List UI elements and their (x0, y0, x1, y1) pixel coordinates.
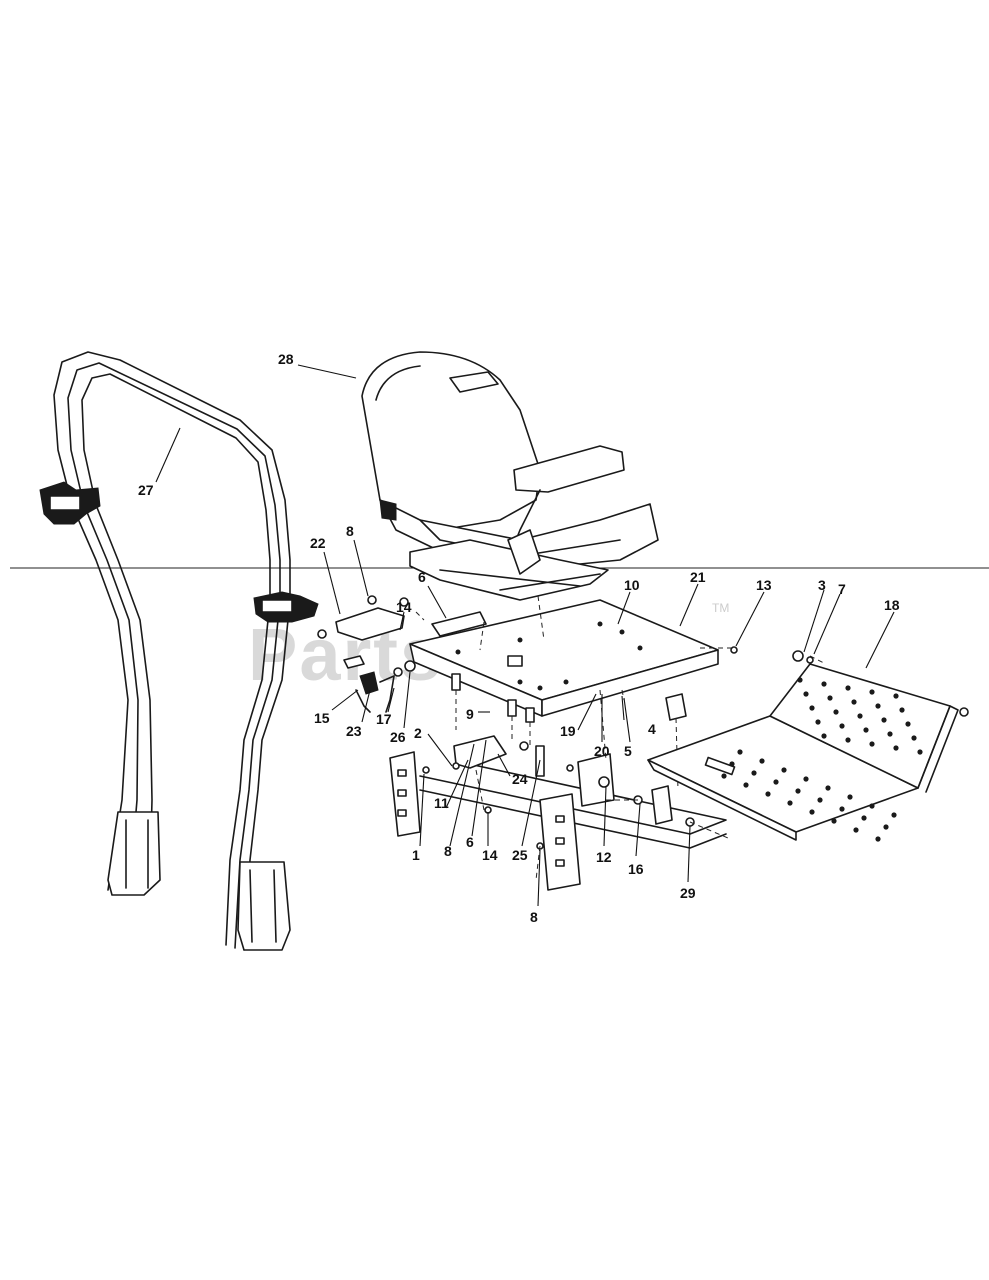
callout-2: 2 (414, 725, 422, 741)
callout-labels: 28 27 22 8 14 6 10 21 13 3 7 18 15 23 17… (138, 351, 900, 925)
plate-hole (845, 685, 851, 691)
plate-hole (893, 745, 899, 751)
plate-hole (809, 809, 815, 815)
plate-hole (905, 721, 911, 727)
plate-hole (883, 824, 889, 830)
callout-6: 6 (418, 569, 426, 585)
plate-hole (887, 731, 893, 737)
plate-hole (845, 737, 851, 743)
foot-plate-holes (721, 677, 923, 842)
callout-4: 4 (648, 721, 656, 737)
plate-hole (863, 727, 869, 733)
plate-hole (821, 733, 827, 739)
plate-hole (911, 735, 917, 741)
callout-9: 9 (466, 706, 474, 722)
plate-hole (917, 749, 923, 755)
plate-hole (743, 782, 749, 788)
callout-18: 18 (884, 597, 900, 613)
plate-hole (857, 713, 863, 719)
callout-8-lower: 8 (444, 843, 452, 859)
switch-bracket (317, 595, 416, 713)
callout-15: 15 (314, 710, 330, 726)
plate-hole (869, 803, 875, 809)
plate-hole (795, 788, 801, 794)
leader-lines (155, 364, 895, 907)
plate-hole (729, 761, 735, 767)
callout-24: 24 (512, 771, 528, 787)
plate-hole (827, 695, 833, 701)
plate-hole (831, 818, 837, 824)
callout-11: 11 (434, 795, 449, 811)
plate-hole (781, 767, 787, 773)
callout-17: 17 (376, 711, 392, 727)
callout-14: 14 (396, 599, 412, 615)
plate-hole (737, 749, 743, 755)
foot-plate (647, 646, 969, 842)
callout-22: 22 (310, 535, 326, 551)
callout-5: 5 (624, 743, 632, 759)
plate-hole (721, 773, 727, 779)
callout-29: 29 (680, 885, 696, 901)
plate-hole (869, 741, 875, 747)
plate-hole (821, 681, 827, 687)
plate-hole (759, 758, 765, 764)
plate-hole (773, 779, 779, 785)
plate-hole (803, 776, 809, 782)
callout-21: 21 (690, 569, 706, 585)
callout-6-lower: 6 (466, 834, 474, 850)
callout-8: 8 (346, 523, 354, 539)
callout-25: 25 (512, 847, 528, 863)
plate-hole (817, 797, 823, 803)
plate-hole (847, 794, 853, 800)
callout-16: 16 (628, 861, 644, 877)
callout-10: 10 (624, 577, 640, 593)
plate-hole (891, 812, 897, 818)
lower-frame (389, 735, 727, 891)
plate-hole (869, 689, 875, 695)
plate-hole (825, 785, 831, 791)
plate-hole (803, 691, 809, 697)
plate-hole (861, 815, 867, 821)
plate-hole (853, 827, 859, 833)
seat-mount-plate (409, 599, 719, 723)
plate-hole (851, 699, 857, 705)
plate-hole (875, 836, 881, 842)
callout-8-bottom: 8 (530, 909, 538, 925)
callout-26: 26 (390, 729, 406, 745)
plate-hole (893, 693, 899, 699)
plate-hole (787, 800, 793, 806)
roll-bar (39, 351, 319, 951)
plate-hole (839, 723, 845, 729)
seat-assembly (361, 351, 659, 601)
callout-20: 20 (594, 743, 610, 759)
plate-hole (809, 705, 815, 711)
plate-hole (833, 709, 839, 715)
callout-12: 12 (596, 849, 612, 865)
plate-hole (765, 791, 771, 797)
callout-7: 7 (838, 581, 846, 597)
plate-hole (881, 717, 887, 723)
plate-hole (875, 703, 881, 709)
callout-19: 19 (560, 723, 576, 739)
plate-hole (815, 719, 821, 725)
callout-14-lower: 14 (482, 847, 498, 863)
plate-hole (839, 806, 845, 812)
plate-hole (899, 707, 905, 713)
callout-13: 13 (756, 577, 772, 593)
plate-hole (751, 770, 757, 776)
plate-hole (797, 677, 803, 683)
callout-27: 27 (138, 482, 154, 498)
watermark-trademark: TM (712, 601, 729, 615)
callout-23: 23 (346, 723, 362, 739)
callout-3: 3 (818, 577, 826, 593)
callout-28: 28 (278, 351, 294, 367)
callout-1: 1 (412, 847, 420, 863)
